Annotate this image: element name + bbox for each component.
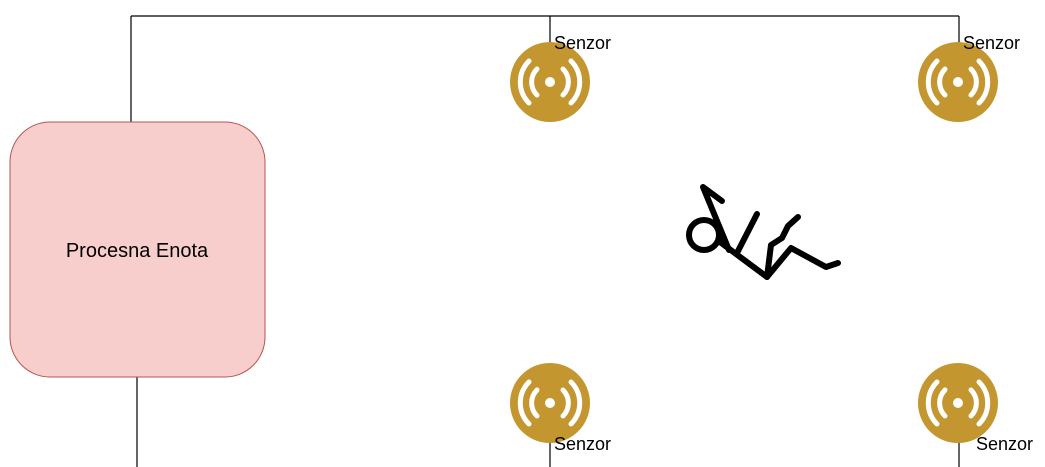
sensor-icon xyxy=(510,363,590,443)
figure-leg-front xyxy=(767,248,838,277)
sensor-icon xyxy=(510,42,590,122)
sensor-top-middle[interactable] xyxy=(510,42,590,122)
sensor-top-right[interactable] xyxy=(918,42,998,122)
falling-person-icon[interactable] xyxy=(689,187,838,277)
processing-unit[interactable]: Procesna Enota xyxy=(10,122,265,377)
sensor-label-bottom-right: Senzor xyxy=(976,434,1033,454)
sensor-icon xyxy=(918,42,998,122)
sensor-label-top-middle: Senzor xyxy=(554,33,611,53)
sensor-bottom-middle[interactable] xyxy=(510,363,590,443)
sensor-icon xyxy=(918,363,998,443)
figure-head xyxy=(689,220,719,250)
figure-arm-lower xyxy=(737,214,757,253)
sensor-label-top-right: Senzor xyxy=(963,33,1020,53)
sensor-bottom-right[interactable] xyxy=(918,363,998,443)
sensor-label-bottom-middle: Senzor xyxy=(554,434,611,454)
processing-unit-label: Procesna Enota xyxy=(66,240,209,262)
